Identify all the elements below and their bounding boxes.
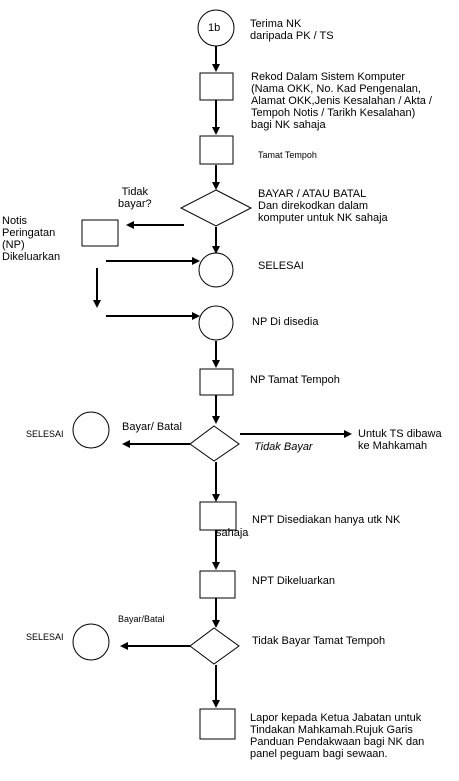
np-tamat-box <box>199 368 234 396</box>
np-tamat-label: NP Tamat Tempoh <box>250 374 340 386</box>
selesai-circle-2 <box>72 411 110 449</box>
selesai-circle-3 <box>72 623 110 661</box>
bayar-batal-label-2: Bayar/ Batal <box>122 421 182 433</box>
untuk-ts-label: Untuk TS dibawa ke Mahkamah <box>358 428 442 452</box>
terima-nk-label: Terima NK daripada PK / TS <box>250 18 334 42</box>
bayar-batal-decision-2 <box>189 425 240 462</box>
tidak-bayar-tamat-label: Tidak Bayar Tamat Tempoh <box>252 635 386 647</box>
bayar-batal-decision <box>179 189 253 227</box>
tamat-tempoh-label: Tamat Tempoh <box>258 150 317 160</box>
tidak-bayar-question: Tidak bayar? <box>118 186 152 210</box>
bayar-batal-label: BAYAR / ATAU BATAL Dan direkodkan dalam … <box>258 188 388 224</box>
selesai-circle-1 <box>198 252 234 288</box>
rekod-label: Rekod Dalam Sistem Komputer (Nama OKK, N… <box>251 71 432 131</box>
selesai-label-1: SELESAI <box>258 260 304 272</box>
lapor-box <box>199 708 236 740</box>
rekod-box <box>199 72 234 101</box>
connectors <box>93 43 352 708</box>
start-label: 1b <box>208 22 221 34</box>
selesai-label-2: SELESAI <box>26 429 64 439</box>
np-disedia-label: NP Di disedia <box>252 316 319 328</box>
notis-peringatan-label: Notis Peringatan (NP) Dikeluarkan <box>2 215 61 263</box>
notis-box <box>81 219 119 247</box>
tamat-tempoh-box <box>199 135 234 165</box>
lapor-label: Lapor kepada Ketua Jabatan untuk Tindaka… <box>250 712 425 760</box>
npt-disediakan-box <box>199 501 237 531</box>
start-connector-circle <box>197 9 235 47</box>
bayar-batal-decision-3 <box>189 627 240 665</box>
npt-dikeluarkan-label: NPT Dikeluarkan <box>252 575 335 587</box>
bayar-batal-label-3: Bayar/Batal <box>118 614 165 624</box>
npt-disediakan-label: NPT Disediakan hanya utk NK <box>252 514 401 526</box>
sahaja-label: sahaja <box>216 527 249 539</box>
np-disedia-circle <box>198 305 234 341</box>
selesai-label-3: SELESAI <box>26 632 64 642</box>
npt-dikeluarkan-box <box>199 570 236 599</box>
tidak-bayar-label: Tidak Bayar <box>254 441 313 453</box>
